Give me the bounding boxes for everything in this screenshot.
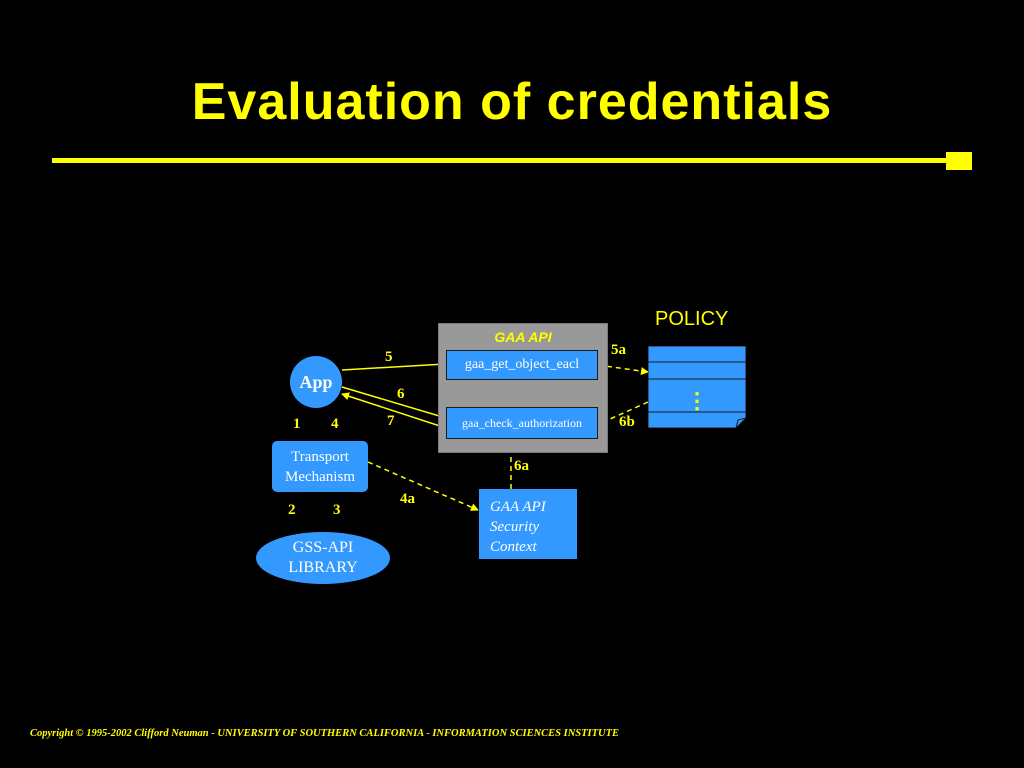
policy-document-icon: ⋮ bbox=[648, 346, 746, 428]
gss-line-1: GSS-API bbox=[292, 539, 354, 556]
title-underline bbox=[52, 158, 950, 163]
arrow-step-7 bbox=[341, 392, 447, 429]
step-label-4a: 4a bbox=[400, 491, 415, 507]
app-node: App bbox=[290, 356, 342, 408]
policy-ellipsis: ⋮ bbox=[686, 388, 708, 413]
gss-line-2: LIBRARY bbox=[288, 559, 358, 576]
arrow-step-5 bbox=[341, 360, 446, 371]
gaa-security-context-box: GAA API Security Context bbox=[479, 489, 577, 559]
arrow-step-4a bbox=[367, 461, 479, 511]
slide-title: Evaluation of credentials bbox=[191, 73, 833, 131]
context-line-3: Context bbox=[490, 539, 537, 555]
step-label-6: 6 bbox=[397, 386, 405, 402]
step-label-2: 2 bbox=[288, 502, 296, 518]
step-label-4: 4 bbox=[331, 416, 339, 432]
step-label-3: 3 bbox=[333, 502, 341, 518]
step-label-7: 7 bbox=[387, 413, 395, 429]
transport-line-1: Transport bbox=[291, 448, 349, 465]
step-label-1: 1 bbox=[293, 416, 301, 432]
step-label-6a: 6a bbox=[514, 458, 529, 474]
step-label-5: 5 bbox=[385, 349, 393, 365]
transport-line-2: Mechanism bbox=[285, 468, 355, 485]
gaa-api-panel-title: GAA API bbox=[494, 329, 552, 345]
step-label-6b: 6b bbox=[619, 414, 635, 430]
title-underline-end-block bbox=[946, 152, 972, 170]
transport-mechanism-box: Transport Mechanism bbox=[272, 441, 368, 492]
copyright-footer: Copyright © 1995-2002 Clifford Neuman - … bbox=[30, 728, 620, 739]
context-line-1: GAA API bbox=[490, 499, 546, 515]
context-line-2: Security bbox=[490, 519, 540, 535]
gaa-get-object-eacl-box: gaa_get_object_eacl bbox=[446, 350, 598, 380]
arrow-step-6 bbox=[341, 386, 447, 420]
gss-api-library-node: GSS-API LIBRARY bbox=[256, 532, 390, 584]
step-label-5a: 5a bbox=[611, 342, 626, 358]
gaa-check-authorization-box: gaa_check_authorization bbox=[446, 407, 598, 439]
policy-title: POLICY bbox=[655, 308, 729, 330]
